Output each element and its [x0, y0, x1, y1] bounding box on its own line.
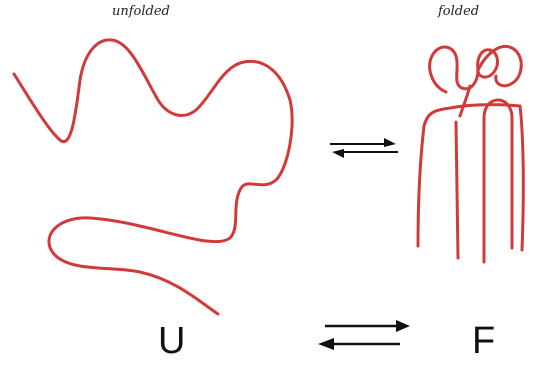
equilibrium-arrows-bottom: [318, 320, 410, 350]
equilibrium-arrows-top: [330, 138, 398, 158]
folded-chain: [418, 46, 523, 262]
folded-state-symbol: F: [472, 322, 495, 360]
unfolded-chain: [14, 40, 292, 314]
unfolded-state-symbol: U: [158, 322, 185, 360]
